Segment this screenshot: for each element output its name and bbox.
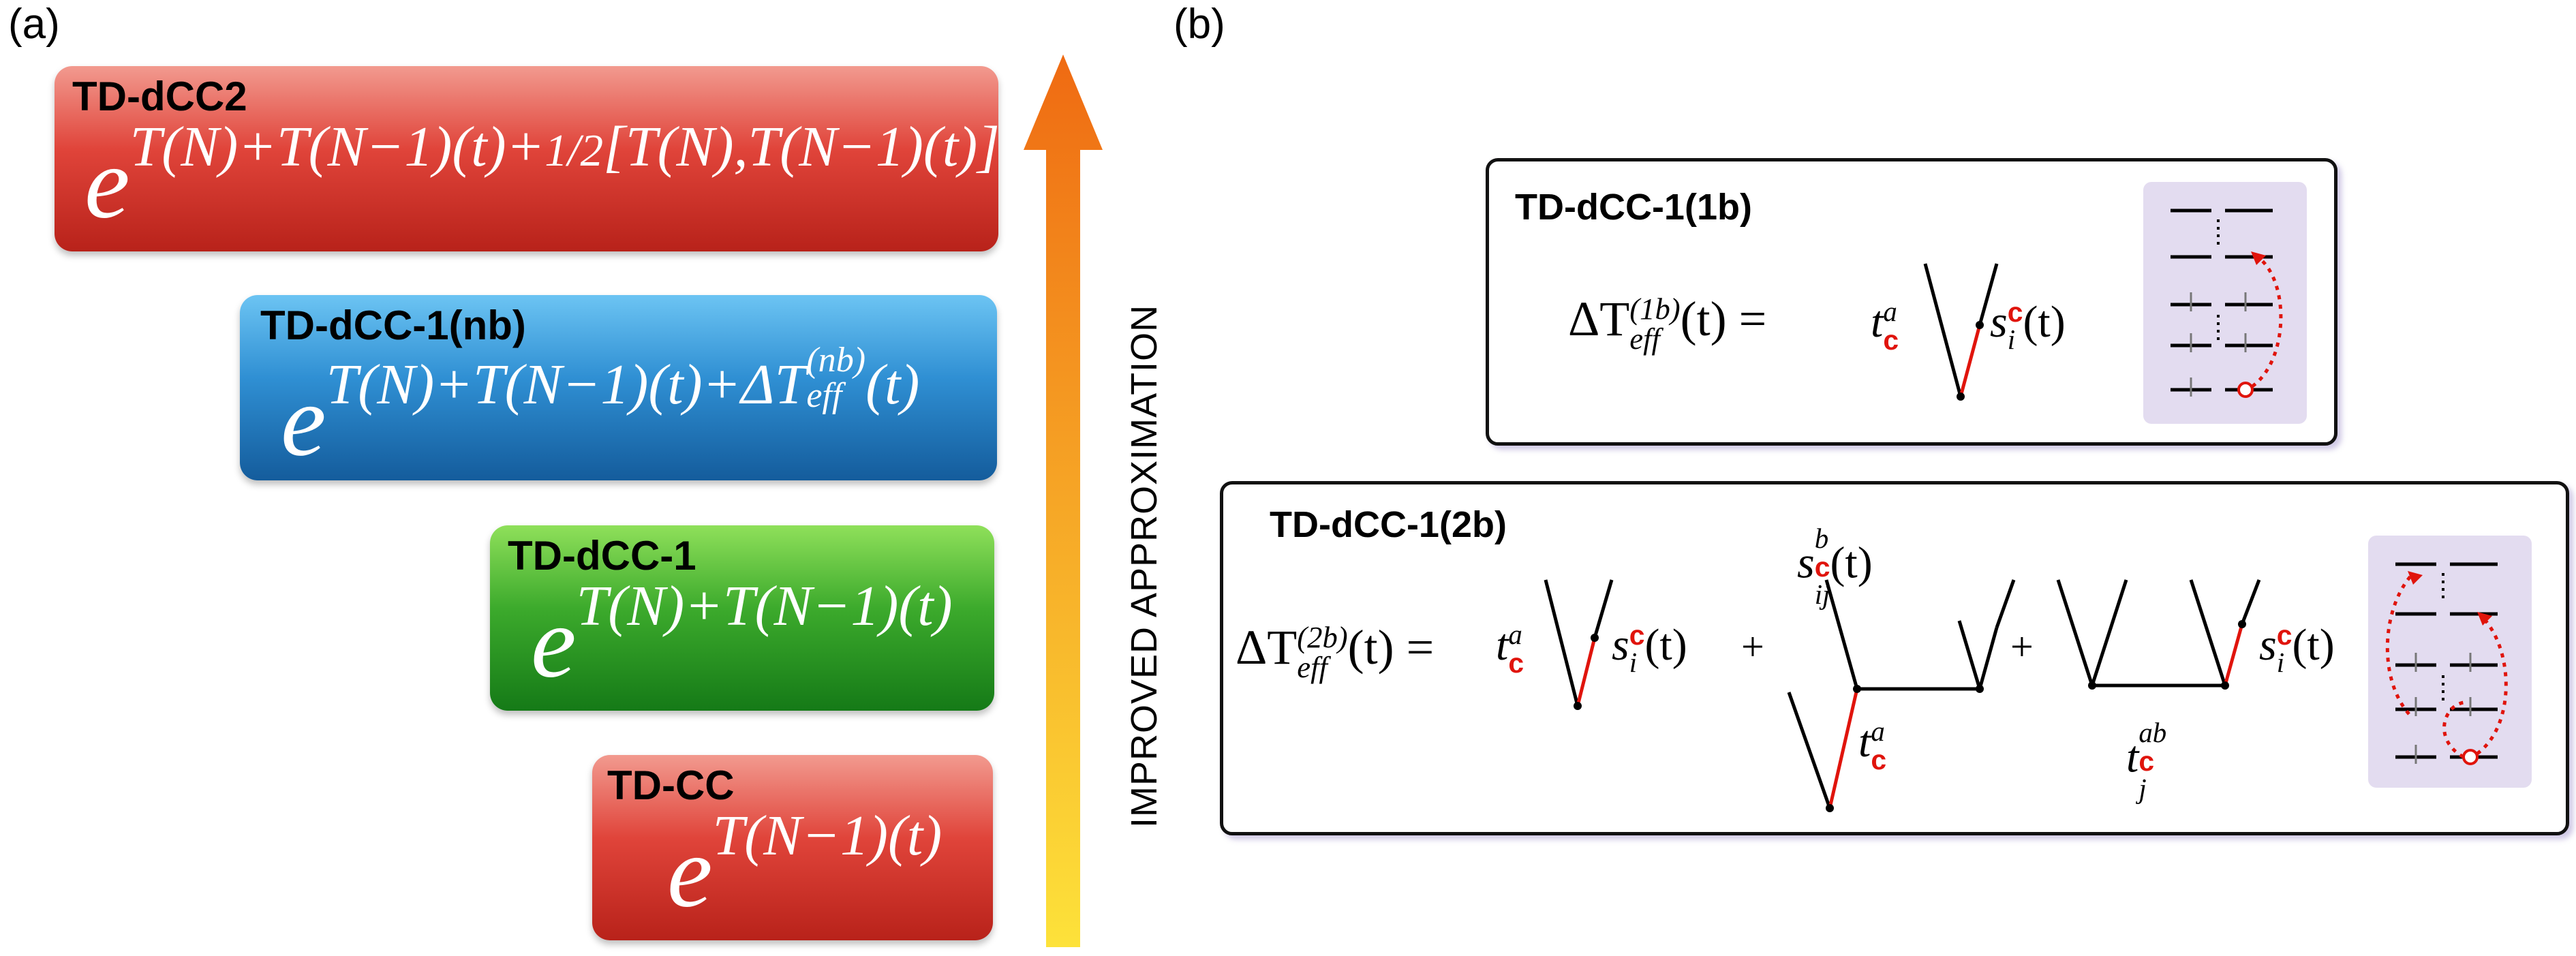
diagram-2b-term3 — [2056, 579, 2261, 690]
tddcc2-box: TD-dCC2 eT(N)+T(N−1)(t)+1/2[T(N),T(N−1)(… — [55, 66, 1000, 251]
arrow-label: IMPROVED APPROXIMATION — [1124, 304, 1165, 828]
panel-b-label: (b) — [1174, 1, 1225, 48]
diagram-2b-term2 — [1787, 579, 2016, 812]
tddcc1nb-box: TD-dCC-1(nb) eT(N)+T(N−1)(t)+ΔT(nb)eff(t… — [240, 295, 997, 480]
tddcc1-box: TD-dCC-1 eT(N)+T(N−1)(t) — [490, 525, 994, 711]
diagram-vertex-1b — [1923, 263, 1999, 401]
tddcc1-title: TD-dCC-1 — [508, 533, 696, 579]
frame-2b-title: TD-dCC-1(2b) — [1270, 504, 1507, 545]
tddcc2-equation: eT(N)+T(N−1)(t)+1/2[T(N),T(N−1)(t)] — [85, 115, 1000, 240]
diagram-vertex-2b-term1 — [1544, 579, 1614, 710]
panel-a-label: (a) — [8, 1, 60, 48]
level-diagram-2b — [2368, 536, 2532, 788]
tdcc-equation: eT(N−1)(t) — [667, 804, 942, 929]
arrow-shape — [1024, 55, 1103, 947]
improved-approximation-arrow — [1024, 55, 1103, 947]
level-diagram-1b — [2143, 182, 2307, 424]
plus-2: + — [2010, 624, 2034, 669]
lhs-1b: ΔT(1b)eff(t) = — [1568, 291, 1767, 356]
lhs-2b: ΔT(2b)eff(t) = — [1236, 619, 1435, 685]
plus-1: + — [1741, 624, 1764, 669]
tddcc1nb-equation: eT(N)+T(N−1)(t)+ΔT(nb)eff(t) — [281, 341, 920, 478]
tdcc-box: TD-CC eT(N−1)(t) — [592, 755, 993, 940]
frame-1b-title: TD-dCC-1(1b) — [1515, 187, 1752, 228]
tdcc-title: TD-CC — [607, 762, 735, 808]
tddcc1nb-title: TD-dCC-1(nb) — [260, 303, 526, 348]
tddcc1-equation: eT(N)+T(N−1)(t) — [531, 574, 953, 699]
tddcc2-title: TD-dCC2 — [72, 74, 247, 119]
